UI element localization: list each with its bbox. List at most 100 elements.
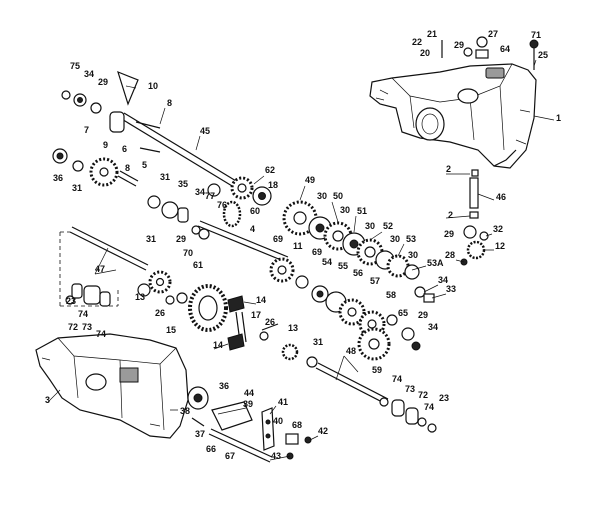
callout-36: 36 (53, 173, 63, 183)
callout-42: 42 (318, 426, 328, 436)
callout-53A: 53A (427, 258, 444, 268)
differential-ring (188, 284, 318, 368)
callout-69: 69 (273, 234, 283, 244)
callout-73: 73 (82, 322, 92, 332)
callout-36: 36 (219, 381, 229, 391)
callout-26: 26 (265, 317, 275, 327)
brake-assembly (187, 386, 312, 460)
callout-75: 75 (70, 61, 80, 71)
callout-6: 6 (122, 144, 127, 154)
shaft-66 (208, 433, 271, 463)
callout-37: 37 (195, 429, 205, 439)
callout-20: 20 (420, 48, 430, 58)
callout-49: 49 (305, 175, 315, 185)
callout-23: 23 (439, 393, 449, 403)
callout-30: 30 (408, 250, 418, 260)
lower-housing (35, 333, 189, 439)
callout-43: 43 (271, 451, 281, 461)
callout-3: 3 (45, 395, 50, 405)
callout-29: 29 (176, 234, 186, 244)
callout-30: 30 (317, 191, 327, 201)
callout-57: 57 (370, 276, 380, 286)
callout-58: 58 (386, 290, 396, 300)
callout-45: 45 (200, 126, 210, 136)
callout-72: 72 (418, 390, 428, 400)
callout-72: 72 (68, 322, 78, 332)
callout-11: 11 (293, 241, 303, 251)
callout-70: 70 (183, 248, 193, 258)
callout-31: 31 (313, 337, 323, 347)
callout-30: 30 (390, 234, 400, 244)
callout-34: 34 (195, 187, 205, 197)
callout-74: 74 (424, 402, 434, 412)
callout-51: 51 (357, 206, 367, 216)
callout-48: 48 (346, 346, 356, 356)
shaft-4 (197, 225, 287, 263)
callout-68: 68 (292, 420, 302, 430)
callout-31: 31 (146, 234, 156, 244)
callout-71: 71 (531, 30, 541, 40)
callout-35: 35 (178, 179, 188, 189)
callout-8: 8 (125, 163, 130, 173)
callout-7: 7 (84, 125, 89, 135)
callout-13: 13 (288, 323, 298, 333)
callout-33: 33 (446, 284, 456, 294)
callout-34: 34 (428, 322, 438, 332)
callout-25: 25 (538, 50, 548, 60)
callout-12: 12 (495, 241, 505, 251)
callout-50: 50 (333, 191, 343, 201)
callout-60: 60 (250, 206, 260, 216)
callout-59: 59 (372, 365, 382, 375)
left-cluster (52, 70, 210, 307)
callout-66: 66 (206, 444, 216, 454)
callout-77: 77 (205, 191, 215, 201)
callout-39: 39 (243, 399, 253, 409)
callout-26: 26 (155, 308, 165, 318)
callout-29: 29 (444, 229, 454, 239)
callout-76: 76 (217, 200, 227, 210)
shaft-46 (469, 177, 479, 209)
callout-34: 34 (84, 69, 94, 79)
callout-31: 31 (72, 183, 82, 193)
callout-29: 29 (98, 77, 108, 87)
shaft-45 (119, 117, 243, 193)
leader-lines (47, 59, 555, 461)
callout-64: 64 (500, 44, 510, 54)
callout-41: 41 (278, 397, 288, 407)
callout-17: 17 (251, 310, 261, 320)
callout-8: 8 (167, 98, 172, 108)
callout-73: 73 (405, 384, 415, 394)
callout-74: 74 (96, 329, 106, 339)
lower-right-parts (379, 397, 437, 433)
callout-30: 30 (365, 221, 375, 231)
callout-46: 46 (496, 192, 506, 202)
callout-14: 14 (256, 295, 266, 305)
callout-23: 23 (66, 296, 76, 306)
callout-2: 2 (446, 164, 451, 174)
callout-67: 67 (225, 451, 235, 461)
callout-4: 4 (250, 224, 255, 234)
upper-housing (369, 63, 537, 169)
callout-10: 10 (148, 81, 158, 91)
callout-22: 22 (412, 37, 422, 47)
callout-15: 15 (166, 325, 176, 335)
callout-40: 40 (273, 416, 283, 426)
callout-9: 9 (103, 140, 108, 150)
callout-2: 2 (448, 210, 453, 220)
callout-65: 65 (398, 308, 408, 318)
callout-34: 34 (438, 275, 448, 285)
callout-28: 28 (445, 250, 455, 260)
callout-44: 44 (244, 388, 254, 398)
callout-32: 32 (493, 224, 503, 234)
callout-30: 30 (340, 205, 350, 215)
callout-14: 14 (213, 340, 223, 350)
callout-52: 52 (383, 221, 393, 231)
callout-53: 53 (406, 234, 416, 244)
callout-69: 69 (312, 247, 322, 257)
group-bracket (59, 231, 119, 307)
callout-31: 31 (160, 172, 170, 182)
callout-21: 21 (427, 29, 437, 39)
